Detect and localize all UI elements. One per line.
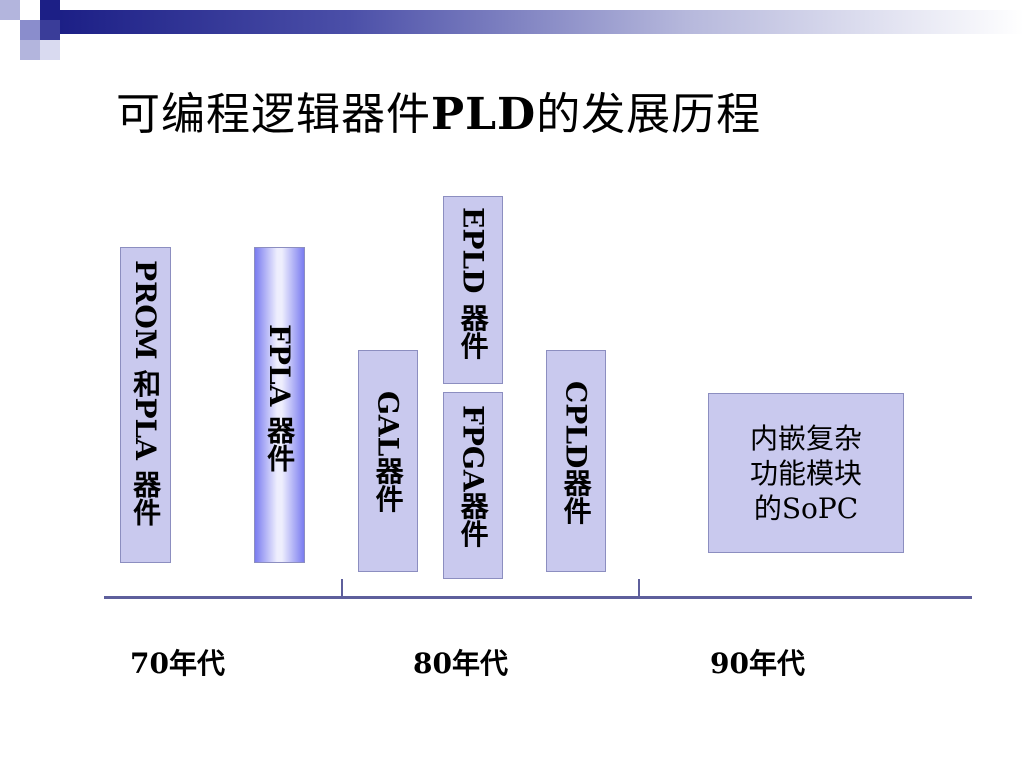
- era-label-80s: 80年代: [413, 647, 508, 680]
- deco-square: [20, 40, 40, 60]
- gal-box: GAL器件: [358, 350, 418, 572]
- fpga-label: FPGA器件: [456, 405, 490, 548]
- deco-square: [40, 0, 60, 20]
- timeline-tick: [638, 579, 640, 597]
- era-label-70s: 70年代: [130, 647, 225, 680]
- prom-pla-label: PROM 和PLA 器件: [129, 260, 163, 526]
- cpld-label: CPLD器件: [559, 381, 593, 525]
- fpla-box: FPLA 器件: [254, 247, 305, 563]
- epld-box: EPLD 器件: [443, 196, 503, 384]
- page-title: 可编程逻辑器件PLD的发展历程: [116, 78, 761, 142]
- deco-square: [0, 20, 20, 40]
- header-gradient-bar: [60, 10, 1024, 34]
- title-suffix: 的发展历程: [536, 89, 762, 140]
- deco-square: [40, 40, 60, 60]
- fpla-label: FPLA 器件: [263, 324, 297, 473]
- timeline-axis: [104, 596, 972, 599]
- sopc-label: 内嵌复杂 功能模块 的SoPC: [749, 421, 862, 525]
- sopc-box: 内嵌复杂 功能模块 的SoPC: [708, 393, 904, 553]
- deco-square: [20, 0, 40, 20]
- title-bold: PLD: [431, 89, 537, 140]
- deco-square: [0, 0, 20, 20]
- prom-pla-box: PROM 和PLA 器件: [120, 247, 171, 563]
- gal-label: GAL器件: [371, 391, 405, 513]
- deco-square: [20, 20, 40, 40]
- fpga-box: FPGA器件: [443, 392, 503, 579]
- epld-label: EPLD 器件: [456, 207, 490, 360]
- cpld-box: CPLD器件: [546, 350, 606, 572]
- title-prefix: 可编程逻辑器件: [116, 89, 431, 140]
- header-decoration: [0, 0, 1024, 60]
- timeline-tick: [341, 579, 343, 597]
- era-label-90s: 90年代: [710, 647, 805, 680]
- deco-square: [40, 20, 60, 40]
